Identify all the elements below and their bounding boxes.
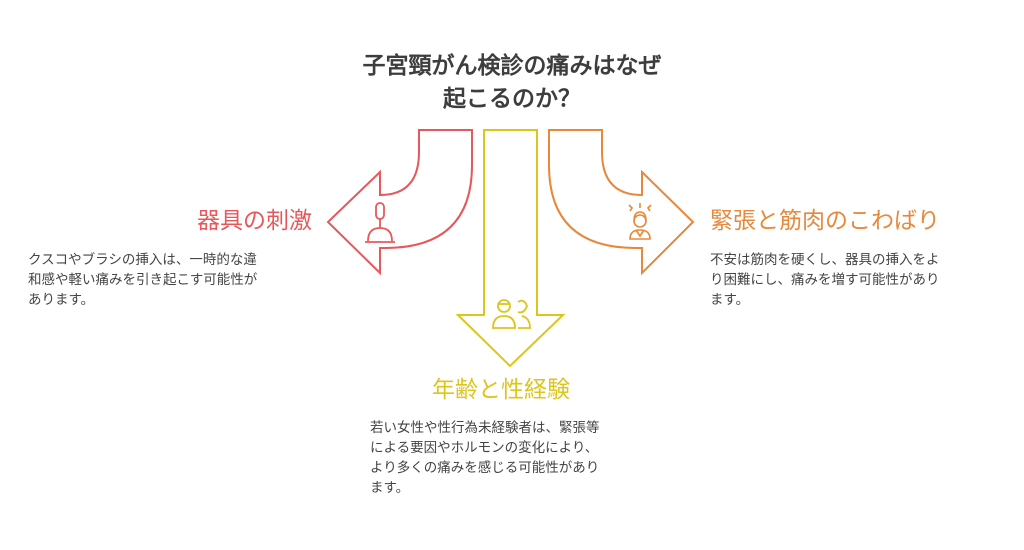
branch-body-age: 若い女性や性行為未経験者は、緊張等 による要因やホルモンの変化により、 より多く… [370,418,600,498]
branch-heading-instrument: 器具の刺激 [197,208,312,234]
stressed-woman-icon [628,203,652,240]
branch-heading-age: 年齢と性経験 [432,377,570,403]
left-curved-arrow [326,129,473,276]
body-line: による要因やホルモンの変化により、 [370,440,599,456]
speculum-icon [365,202,395,243]
body-line: り困難にし、痛みを増す可能性があり [710,272,940,288]
body-line: 若い女性や性行為未経験者は、緊張等 [370,420,600,436]
body-line: クスコやブラシの挿入は、一時的な違 [28,252,257,268]
right-curved-arrow [548,129,695,276]
branch-body-instrument: クスコやブラシの挿入は、一時的な違 和感や軽い痛みを引き起こす可能性が あります… [28,250,257,310]
body-line: ます。 [710,292,750,308]
two-people-icon [492,299,531,329]
body-line: 不安は筋肉を硬くし、器具の挿入をよ [710,252,940,268]
title-line-1: 子宮頸がん検診の痛みはなぜ [362,53,662,79]
title-line-2: 起こるのか？ [443,86,581,112]
body-line: ます。 [370,480,410,496]
diagram-title: 子宮頸がん検診の痛みはなぜ 起こるのか？ [262,50,762,116]
body-line: より多くの痛みを感じる可能性があり [370,460,600,476]
body-line: 和感や軽い痛みを引き起こす可能性が [28,272,258,288]
branch-heading-tension: 緊張と筋肉のこわばり [710,208,940,234]
branch-body-tension: 不安は筋肉を硬くし、器具の挿入をよ り困難にし、痛みを増す可能性があり ます。 [710,250,940,310]
body-line: あります。 [28,292,95,308]
center-down-arrow [455,129,566,368]
